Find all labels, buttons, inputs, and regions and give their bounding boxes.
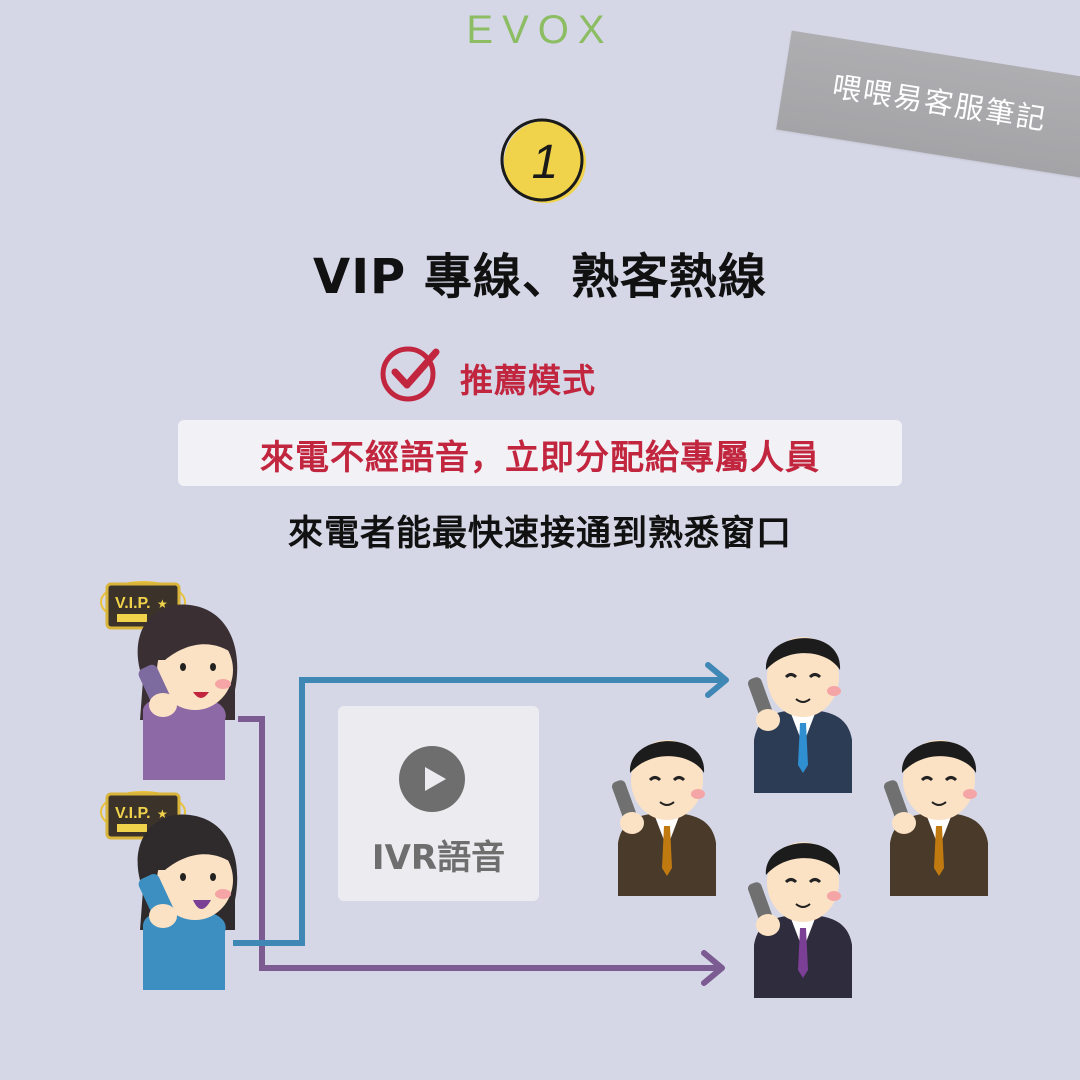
vip-caller-woman-2: V.I.P. ★: [100, 791, 238, 990]
step-number-badge: 1: [500, 118, 586, 203]
vip-badge-text: V.I.P.: [115, 805, 151, 822]
play-icon: [399, 746, 465, 812]
agent-right: [884, 740, 988, 896]
check-circle-icon: [380, 346, 440, 402]
blue-route-line: [233, 677, 722, 946]
page-title: VIP 專線、熟客熱線: [313, 249, 767, 305]
agent-top: [748, 637, 852, 793]
purple-arrowhead: [701, 950, 725, 986]
ivr-label: IVR語音: [371, 838, 506, 878]
vip-badge-text: V.I.P.: [115, 595, 151, 612]
evox-logo: EVOX: [466, 8, 614, 52]
agent-left: [612, 740, 716, 896]
vip-caller-woman-1: V.I.P. ★: [100, 581, 238, 780]
step-number: 1: [532, 136, 559, 189]
recommend-label: 推薦模式: [460, 361, 596, 400]
svg-text:★: ★: [157, 807, 168, 821]
agent-bottom: [748, 842, 852, 998]
blue-arrowhead: [705, 662, 729, 698]
purple-route-line: [238, 716, 718, 971]
highlight-text: 來電不經語音，立即分配給專屬人員: [260, 438, 820, 478]
svg-text:★: ★: [157, 597, 168, 611]
highlight-box: [178, 420, 902, 486]
subline-text: 來電者能最快速接通到熟悉窗口: [287, 514, 792, 554]
